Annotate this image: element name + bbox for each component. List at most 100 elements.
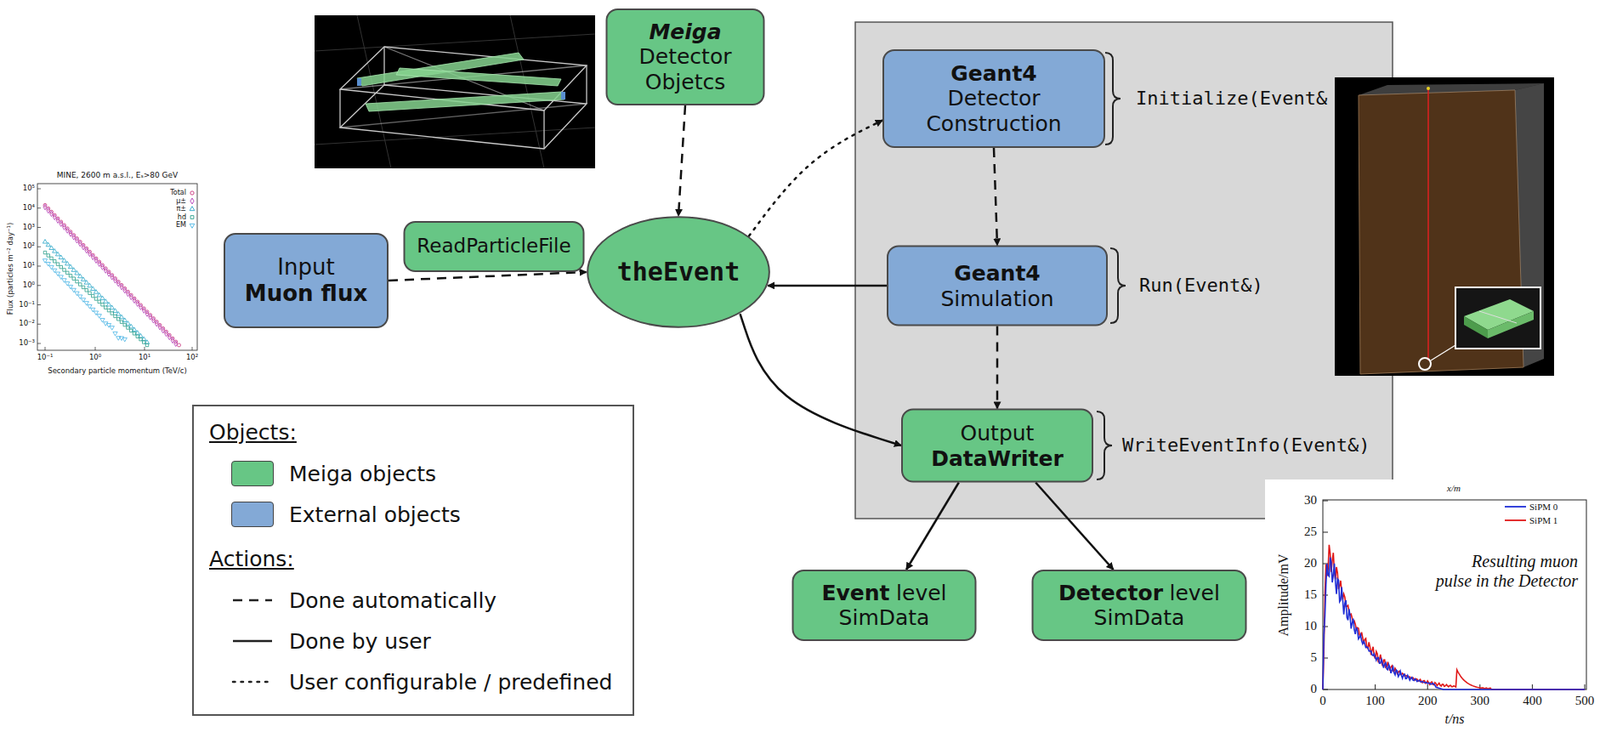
illustration-part — [1322, 544, 1585, 690]
illustration-part — [109, 326, 114, 331]
process-box: Geant4Detector Construction — [882, 49, 1106, 148]
illustration-part — [72, 234, 76, 240]
illustration-part — [1504, 505, 1527, 508]
tick-label: 200 — [1418, 693, 1438, 709]
illustration-part — [110, 274, 114, 280]
illustration-part — [145, 343, 148, 347]
node-text: ReadParticleFile — [416, 234, 571, 258]
illustration-part — [1479, 311, 1517, 324]
illustration-part — [123, 287, 127, 293]
illustration-part — [1374, 684, 1376, 690]
tick-label: 10¹ — [138, 353, 151, 363]
illustration-part — [152, 317, 156, 324]
illustration-part — [52, 214, 57, 220]
node-label: Meiga — [616, 19, 755, 46]
node-label: Detector — [1058, 580, 1164, 606]
illustration-part — [357, 78, 566, 100]
method-call: WriteEventInfo(Event&) — [1122, 434, 1370, 456]
legend-group: Done automaticallyDone by userUser confi… — [209, 579, 613, 703]
legend-row: Meiga objects — [231, 453, 613, 494]
illustration-part — [1110, 248, 1126, 324]
illustration-part — [103, 267, 108, 273]
legend-line — [232, 640, 273, 643]
chart-label: hd — [177, 213, 187, 222]
illustration-part — [68, 264, 73, 269]
node-label: Detector Construction — [892, 85, 1096, 137]
legend-box: Objects:Meiga objectsExternal objectsAct… — [192, 404, 635, 716]
tick-label: 25 — [1304, 524, 1317, 540]
legend-text: External objects — [289, 502, 461, 528]
illustration-part — [75, 238, 80, 244]
illustration-part — [81, 285, 85, 289]
chart-label: Secondary particle momentum (TeV/c) — [47, 367, 188, 376]
node-text: Geant4Detector Construction — [892, 61, 1096, 137]
illustration-part — [1479, 684, 1481, 690]
illustration-part — [88, 250, 92, 256]
process-box: ReadParticleFile — [403, 221, 585, 273]
node-label: theEvent — [617, 256, 741, 287]
illustration-part — [37, 323, 41, 325]
tick-label: 10 — [1304, 618, 1317, 634]
illustration-part — [75, 279, 79, 283]
illustration-part — [74, 270, 80, 275]
illustration-part — [190, 198, 194, 205]
illustration-part — [117, 317, 120, 321]
illustration-part — [190, 215, 194, 220]
illustration-part — [141, 307, 146, 313]
tick-label: 30 — [1304, 493, 1317, 508]
tick-label: 10² — [186, 353, 199, 363]
process-box: Eventlevel SimData — [792, 569, 977, 642]
illustration-part — [365, 91, 565, 112]
illustration-part — [84, 280, 89, 285]
illustration-part — [113, 331, 118, 336]
illustration-part — [66, 271, 69, 274]
illustration-part — [396, 68, 562, 86]
illustration-part — [130, 329, 133, 332]
illustration-part — [1504, 519, 1527, 522]
illustration-part — [85, 289, 88, 292]
process-box: Detectorlevel SimData — [1032, 569, 1248, 642]
illustration-part — [85, 247, 89, 253]
illustration-part — [42, 239, 47, 244]
chart-label: π± — [175, 204, 187, 213]
illustration-part — [95, 346, 97, 351]
illustration-part — [101, 264, 105, 270]
illustration-part — [96, 314, 102, 319]
legend-line-sample — [231, 632, 274, 650]
legend-row: External objects — [231, 493, 613, 535]
legend-text: Done automatically — [289, 588, 497, 613]
legend-line-sample — [231, 591, 274, 609]
chart-label: Total — [170, 188, 187, 197]
tick-label: 300 — [1470, 693, 1491, 709]
pulse-chart — [1265, 479, 1600, 732]
illustration-part — [142, 340, 146, 344]
illustration-part — [340, 46, 587, 149]
illustration-part — [62, 224, 67, 230]
ellipse-shape — [587, 216, 770, 327]
tick-label: 20 — [1304, 556, 1317, 571]
tick-label: 10⁴ — [22, 204, 35, 213]
illustration-part — [37, 266, 41, 267]
chart-label: t/ns — [1444, 711, 1464, 727]
illustration-part — [56, 217, 60, 223]
tick-label: 100 — [1365, 693, 1385, 709]
flow-arrow — [1035, 482, 1113, 571]
illustration-part — [122, 337, 127, 342]
method-call: Initialize(Event& — [1135, 87, 1328, 109]
illustration-part — [132, 332, 136, 335]
tick-label: 10³ — [22, 223, 35, 233]
illustration-part — [46, 254, 50, 257]
simulation-panel — [855, 22, 1393, 519]
illustration-part — [65, 227, 69, 233]
node-label: DataWriter — [930, 445, 1064, 471]
chart-label: Resulting muon pulse in the Detector — [1433, 551, 1578, 591]
illustration-part — [90, 286, 96, 291]
illustration-part — [189, 206, 195, 211]
illustration-part — [110, 312, 114, 315]
illustration-part — [94, 257, 98, 263]
illustration-part — [136, 300, 140, 307]
illustration-part — [37, 207, 41, 209]
illustration-part — [1105, 52, 1121, 145]
illustration-part — [80, 277, 86, 282]
illustration-part — [126, 290, 131, 296]
